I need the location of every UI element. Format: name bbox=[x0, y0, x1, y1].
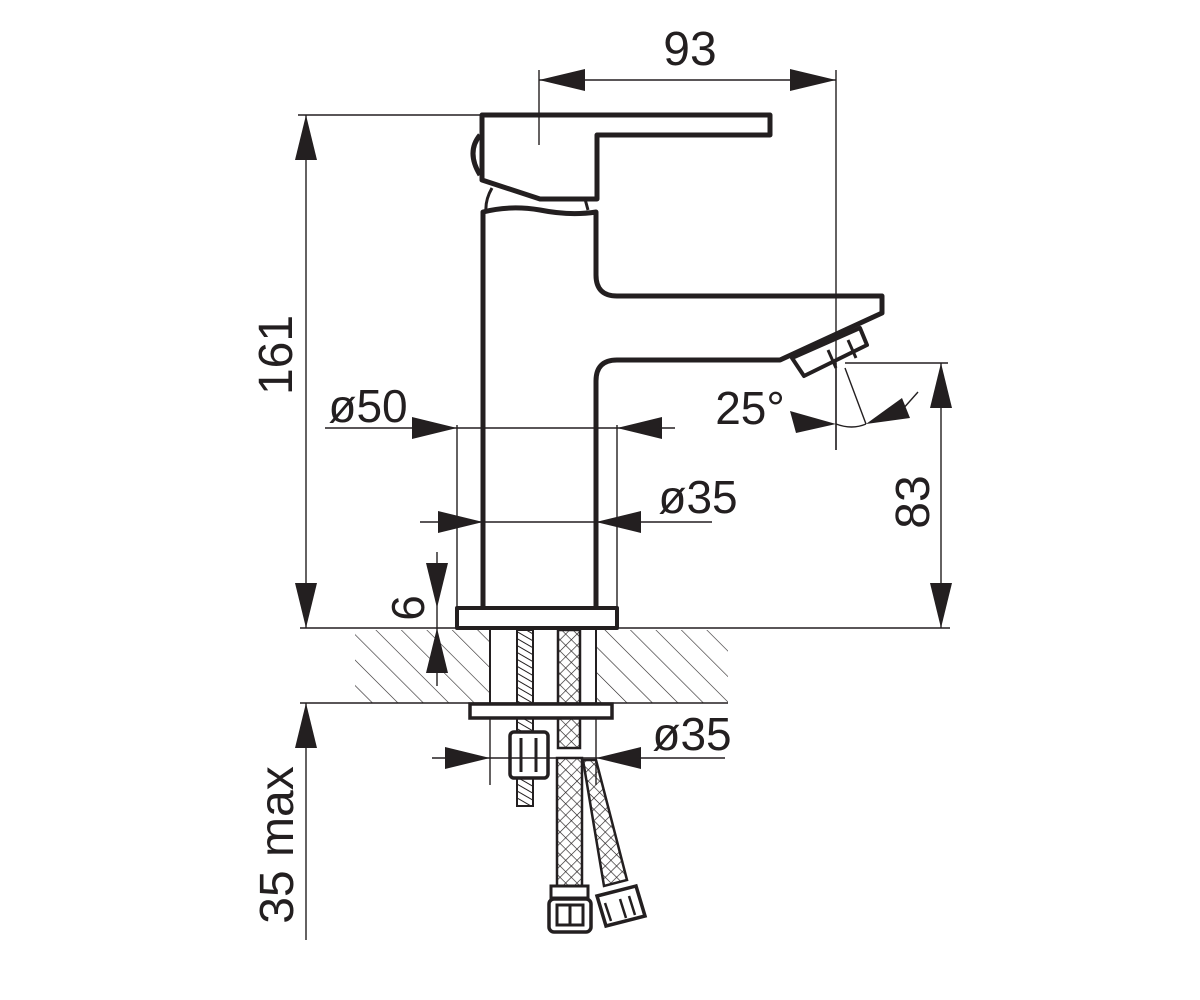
label-body-diameter: ø35 bbox=[658, 471, 737, 523]
label-max-thickness: 35 max bbox=[251, 766, 304, 923]
arrow-angle-left bbox=[790, 411, 836, 433]
arrow-83-bottom bbox=[930, 583, 952, 628]
arrow-50-right bbox=[617, 417, 662, 439]
fixing-nut bbox=[508, 730, 550, 780]
mounting-hardware bbox=[468, 628, 648, 934]
hose-nut-left bbox=[549, 884, 590, 900]
angle-arc bbox=[835, 423, 867, 428]
hose-connector-right-detail bbox=[603, 895, 637, 922]
faucet-body bbox=[455, 112, 885, 630]
label-base-diameter: ø50 bbox=[328, 380, 407, 432]
worktop-hatch-right bbox=[596, 630, 728, 703]
dimension-lines bbox=[298, 70, 948, 940]
label-spout-height: 83 bbox=[887, 475, 940, 528]
angle-ref-tilted bbox=[844, 367, 867, 425]
supply-hose-right bbox=[581, 758, 629, 888]
dimension-labels: 93 161 83 ø50 ø35 6 ø35 35 max 25° bbox=[250, 23, 940, 924]
arrow-6-top bbox=[426, 563, 448, 608]
handle-cap bbox=[470, 133, 483, 177]
lever-handle bbox=[479, 112, 773, 202]
hose-connector-left-detail bbox=[555, 903, 585, 927]
arrow-35b-left bbox=[445, 747, 490, 769]
arrow-35b-right bbox=[596, 747, 641, 769]
arrow-35max-top bbox=[295, 703, 317, 748]
arrow-161-bottom bbox=[295, 583, 317, 628]
supply-hose-upper bbox=[556, 628, 582, 750]
aerator-ring bbox=[826, 339, 858, 369]
label-total-height: 161 bbox=[250, 315, 303, 395]
arrow-93-right bbox=[790, 69, 836, 91]
arrow-6-bottom bbox=[426, 628, 448, 673]
label-mount-hole: ø35 bbox=[652, 708, 731, 760]
arrow-35-right bbox=[596, 511, 641, 533]
aerator bbox=[790, 326, 869, 378]
angle-leader-right bbox=[901, 391, 919, 411]
worktop-section bbox=[300, 627, 950, 704]
dimension-arrows bbox=[295, 69, 952, 769]
base-plate bbox=[455, 606, 619, 630]
label-plate-thickness: 6 bbox=[382, 595, 434, 621]
arrow-35-left bbox=[438, 511, 483, 533]
arrow-83-top bbox=[930, 363, 952, 408]
supply-hose-left bbox=[555, 756, 584, 888]
arrow-93-left bbox=[539, 69, 585, 91]
label-spout-reach: 93 bbox=[663, 23, 716, 76]
arrow-50-left bbox=[412, 417, 457, 439]
faucet-column bbox=[480, 205, 885, 607]
mounting-washer bbox=[468, 702, 614, 720]
arrow-angle-right bbox=[866, 398, 910, 424]
worktop-hatch-left bbox=[355, 630, 490, 703]
label-aerator-angle: 25° bbox=[715, 382, 785, 434]
arrow-161-top bbox=[295, 115, 317, 160]
